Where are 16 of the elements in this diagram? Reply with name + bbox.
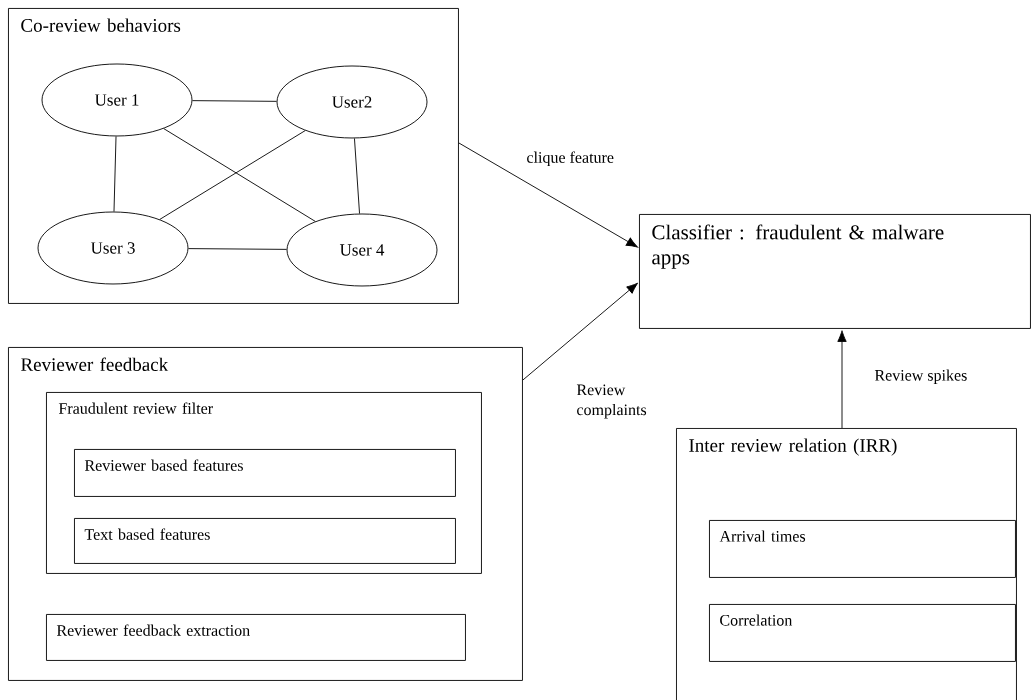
- edge-label: Review complaints: [575, 383, 658, 420]
- connector-line: [192, 100, 277, 102]
- feature-box: Text based features: [74, 518, 456, 564]
- connector-line: [354, 138, 360, 214]
- connector-line: [113, 136, 117, 212]
- feature-box: Reviewer based features: [74, 449, 456, 497]
- edge-label: Review spikes: [873, 368, 969, 385]
- feature-box: Arrival times: [709, 520, 1016, 578]
- arrow: [837, 330, 847, 429]
- edge-label: clique feature: [525, 150, 615, 168]
- feature-box: Correlation: [709, 604, 1016, 662]
- connector-line: [188, 248, 287, 250]
- arrow: [458, 142, 638, 248]
- arrow: [522, 282, 639, 381]
- group-box: Classifier : fraudulent & malware apps: [639, 214, 1031, 329]
- feature-box: Reviewer feedback extraction: [46, 614, 466, 661]
